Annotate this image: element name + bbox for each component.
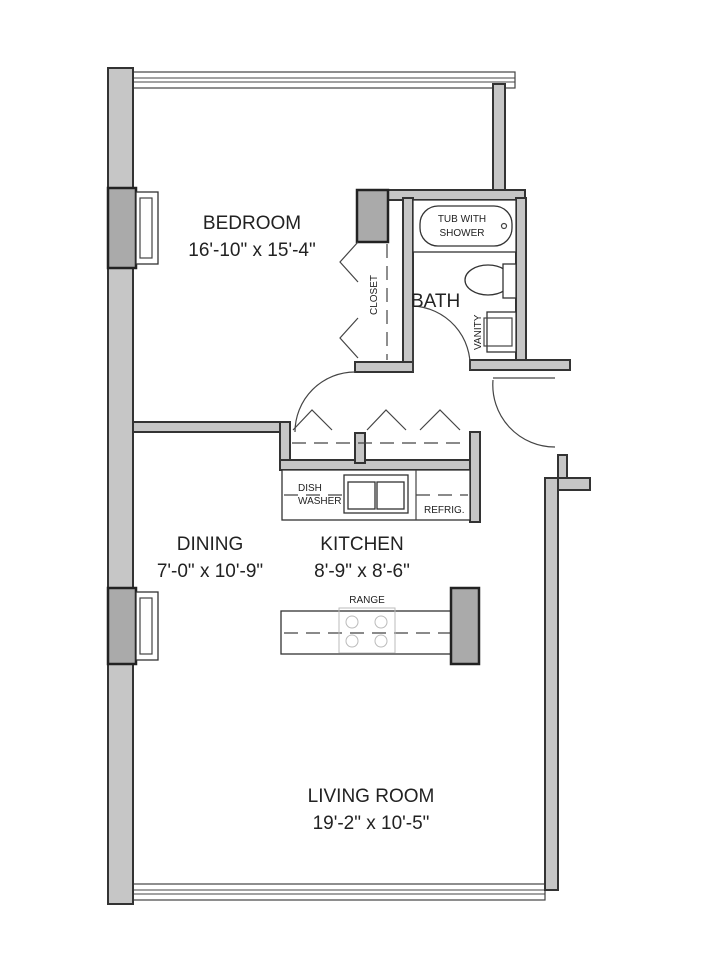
- closet-bifold-doors: [292, 241, 468, 444]
- toilet: [464, 263, 517, 299]
- bath-name: BATH: [411, 291, 460, 312]
- bathtub: TUB WITH SHOWER: [412, 199, 517, 253]
- kitchen-island: RANGE: [280, 586, 481, 666]
- dining-name: DINING: [177, 534, 244, 555]
- vanity: VANITY: [473, 311, 517, 353]
- vanity-label: VANITY: [473, 314, 484, 350]
- closet-label: CLOSET: [369, 275, 380, 315]
- refrigerator-label: REFRIG.: [424, 505, 465, 516]
- tub-label: TUB WITH: [438, 214, 486, 225]
- dining-size: 7'-0" x 10'-9": [157, 561, 263, 582]
- dishwasher-label-1: DISH: [298, 483, 322, 494]
- range-label: RANGE: [349, 595, 385, 606]
- living-room-name: LIVING ROOM: [308, 786, 435, 807]
- kitchen-counter: DISH WASHER REFRIG.: [281, 469, 471, 521]
- bedroom-name: BEDROOM: [203, 213, 301, 234]
- living-room-size: 19'-2" x 10'-5": [313, 813, 430, 834]
- kitchen-name: KITCHEN: [320, 534, 403, 555]
- door-swings: [294, 305, 556, 448]
- left-window-bedroom: [106, 186, 159, 270]
- shower-label: SHOWER: [440, 228, 485, 239]
- left-window-dining: [106, 586, 159, 666]
- interior-walls: [132, 83, 591, 891]
- kitchen-size: 8'-9" x 8'-6": [314, 561, 410, 582]
- dishwasher-label-2: WASHER: [298, 496, 342, 507]
- top-window: [132, 71, 516, 89]
- bedroom-size: 16'-10" x 15'-4": [188, 240, 315, 261]
- bottom-window: [132, 883, 546, 901]
